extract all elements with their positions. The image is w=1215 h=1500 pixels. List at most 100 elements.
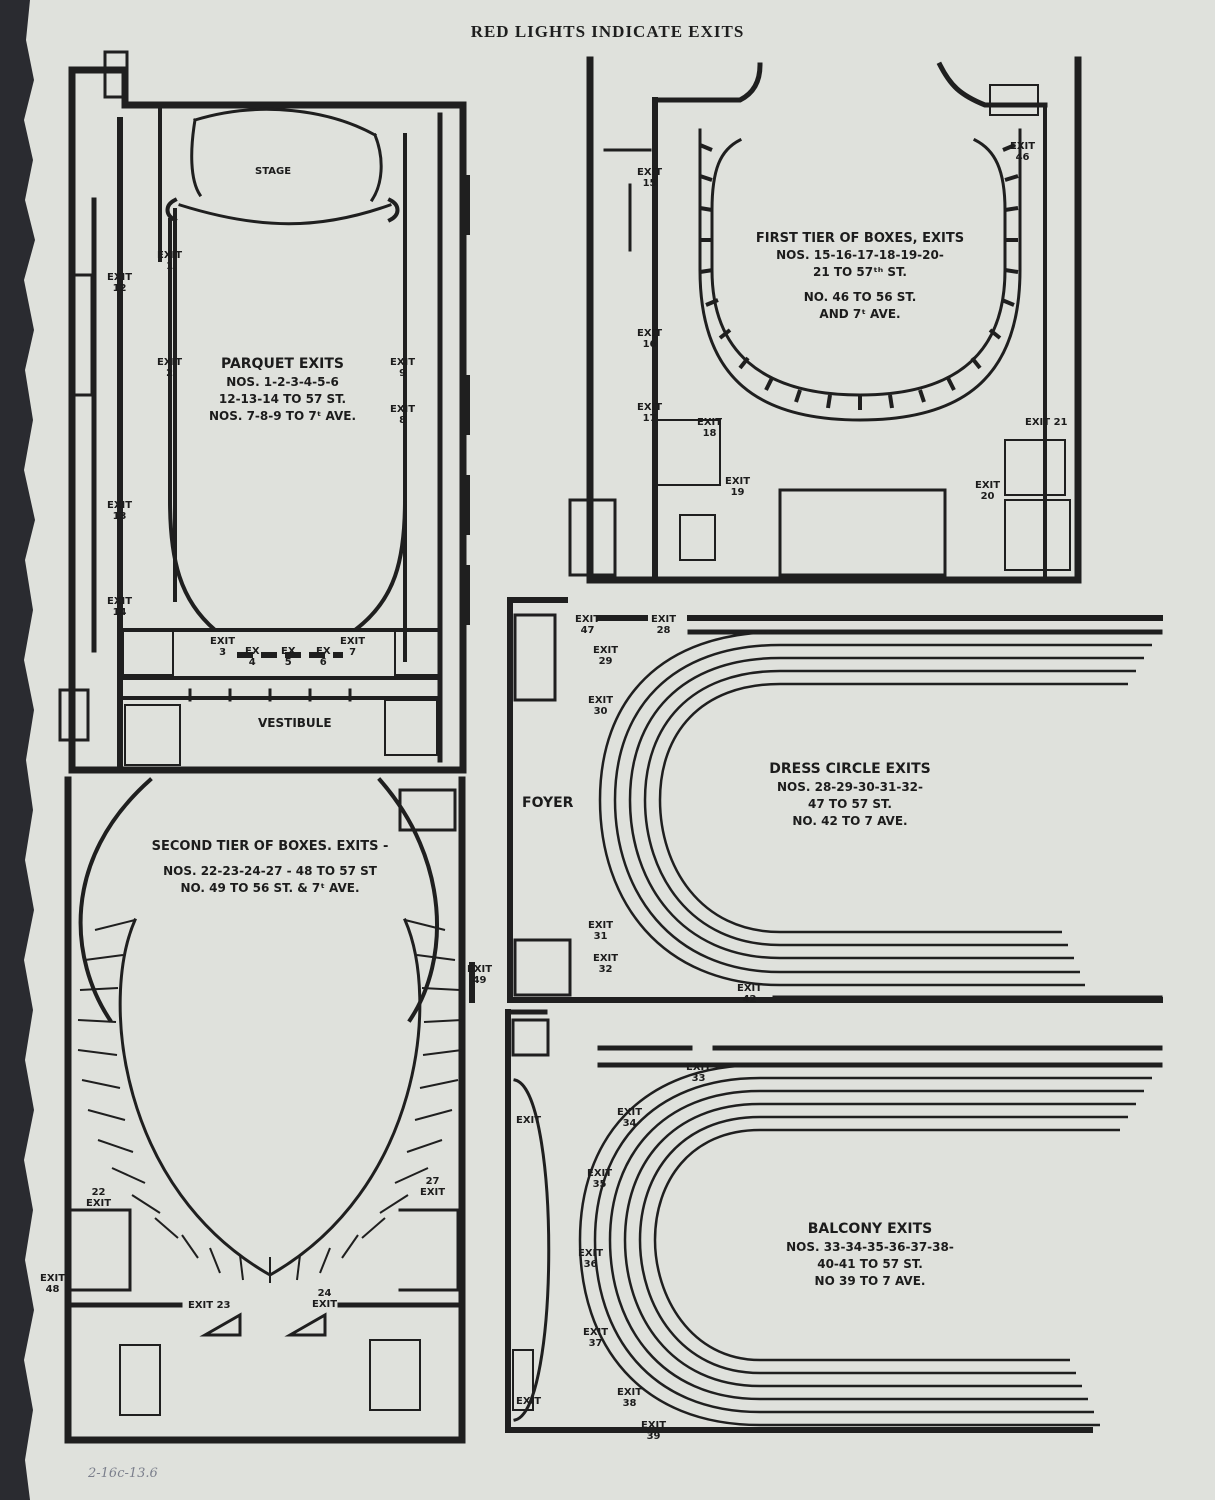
exit-label-line: 18 (702, 428, 717, 439)
exit-label-line: EX (281, 646, 296, 657)
exit-label-line: EXIT (725, 476, 751, 487)
exit-label-line: 28 (656, 625, 671, 636)
torn-left-edge (0, 0, 35, 1500)
exit-label-line: EXIT (737, 983, 763, 994)
second-tier-line-2: NO. 49 TO 56 ST. & 7ᵗ AVE. (180, 881, 360, 895)
exit-label-line: 7 (349, 647, 357, 658)
exit-label-line: 17 (642, 413, 657, 424)
exit-label-line: EXIT (578, 1248, 604, 1259)
exit-label-line: EXIT (467, 964, 493, 975)
exit-label-line: EXIT (583, 1327, 609, 1338)
exit-label-line: 47 (580, 625, 595, 636)
exit-label-line: EXIT (516, 1115, 542, 1126)
exit-label-line: EXIT 21 (1025, 417, 1068, 428)
exit-label-line: 20 (980, 491, 995, 502)
exit-label-line: EXIT (516, 1396, 542, 1407)
exit-label-line: 8 (399, 415, 407, 426)
exit-label-line: EXIT 23 (188, 1300, 231, 1311)
exit-label-line: 32 (598, 964, 613, 975)
vestibule-label: VESTIBULE (258, 716, 332, 730)
handwritten-annotation: 2-16c-13.6 (88, 1466, 158, 1481)
stage-label: STAGE (255, 166, 292, 177)
exit-label-line: EXIT (390, 404, 416, 415)
exit-label-line: 34 (622, 1118, 637, 1129)
first-tier-title-text: FIRST TIER OF BOXES, EXITS (755, 231, 965, 246)
exit-label-line: EXIT (593, 953, 619, 964)
exit-label-line: EXIT (686, 1062, 712, 1073)
parquet-title-text: PARQUET EXITS (220, 356, 345, 372)
parquet-line-3: NOS. 7-8-9 TO 7ᵗ AVE. (208, 409, 357, 423)
exit-label-line: EXIT (575, 614, 601, 625)
first-tier-line-3: NO. 46 TO 56 ST. (803, 290, 917, 304)
exit-label-line: EXIT (641, 1420, 667, 1431)
exit-label-line: 3 (219, 647, 227, 658)
exit-label-line: EXIT (340, 636, 366, 647)
balcony-title-text: BALCONY EXITS (807, 1221, 933, 1237)
exit-label-line: EXIT (1010, 141, 1036, 152)
balcony-line-1: NOS. 33-34-35-36-37-38- (786, 1240, 954, 1254)
first-tier-line-4: AND 7ᵗ AVE. (819, 307, 901, 321)
parquet-exits-title: PARQUET EXITS NOS. 1-2-3-4-5-6 12-13-14 … (175, 355, 390, 425)
exit-label-line: 15 (642, 178, 657, 189)
exit-label-line: 30 (593, 706, 608, 717)
exit-label-line: 42 (742, 994, 757, 1005)
exit-label-line: EXIT (107, 596, 133, 607)
balcony-line-3: NO 39 TO 7 AVE. (814, 1274, 926, 1288)
exit-label-line: 38 (622, 1398, 637, 1409)
parquet-plan (58, 50, 470, 774)
dress-circle-title-text: DRESS CIRCLE EXITS (769, 761, 931, 777)
exit-label-line: 19 (730, 487, 745, 498)
exit-label-line: EXIT (312, 1299, 338, 1310)
exit-label-line: 4 (248, 657, 256, 668)
exit-label-line: EXIT (210, 636, 236, 647)
exit-label-line: 39 (646, 1431, 661, 1442)
first-tier-plan (568, 56, 1082, 584)
exit-label-line: EXIT (86, 1198, 112, 1209)
exit-label-40: EXIT (516, 1115, 541, 1126)
exit-label-line: 12 (112, 283, 127, 294)
second-tier-title: SECOND TIER OF BOXES. EXITS - NOS. 22-23… (130, 838, 410, 897)
exit-label-line: EXIT (107, 272, 133, 283)
exit-label-line: EXIT (637, 167, 663, 178)
exit-label-line: 2 (166, 368, 174, 379)
exit-label-line: EXIT (157, 250, 183, 261)
dress-circle-line-2: 47 TO 57 ST. (808, 797, 892, 811)
exit-label-line: 24 (317, 1288, 332, 1299)
exit-label-line: 13 (112, 511, 127, 522)
second-tier-line-1: NOS. 22-23-24-27 - 48 TO 57 ST (163, 864, 377, 878)
exit-label-41: EXIT (516, 1396, 541, 1407)
exit-label-line: 6 (319, 657, 327, 668)
exit-label-23: EXIT 23 (188, 1300, 230, 1311)
exit-label-line: 46 (1015, 152, 1030, 163)
second-tier-plan (64, 776, 475, 1444)
exit-label-line: EXIT (697, 417, 723, 428)
exit-label-line: 5 (284, 657, 292, 668)
exit-label-line: 14 (112, 607, 127, 618)
first-tier-boxes (699, 143, 1019, 410)
exit-label-line: EX (245, 646, 260, 657)
exit-label-line: EXIT (593, 645, 619, 656)
dress-circle-line-1: NOS. 28-29-30-31-32- (776, 780, 924, 794)
exit-label-line: EXIT (617, 1107, 643, 1118)
